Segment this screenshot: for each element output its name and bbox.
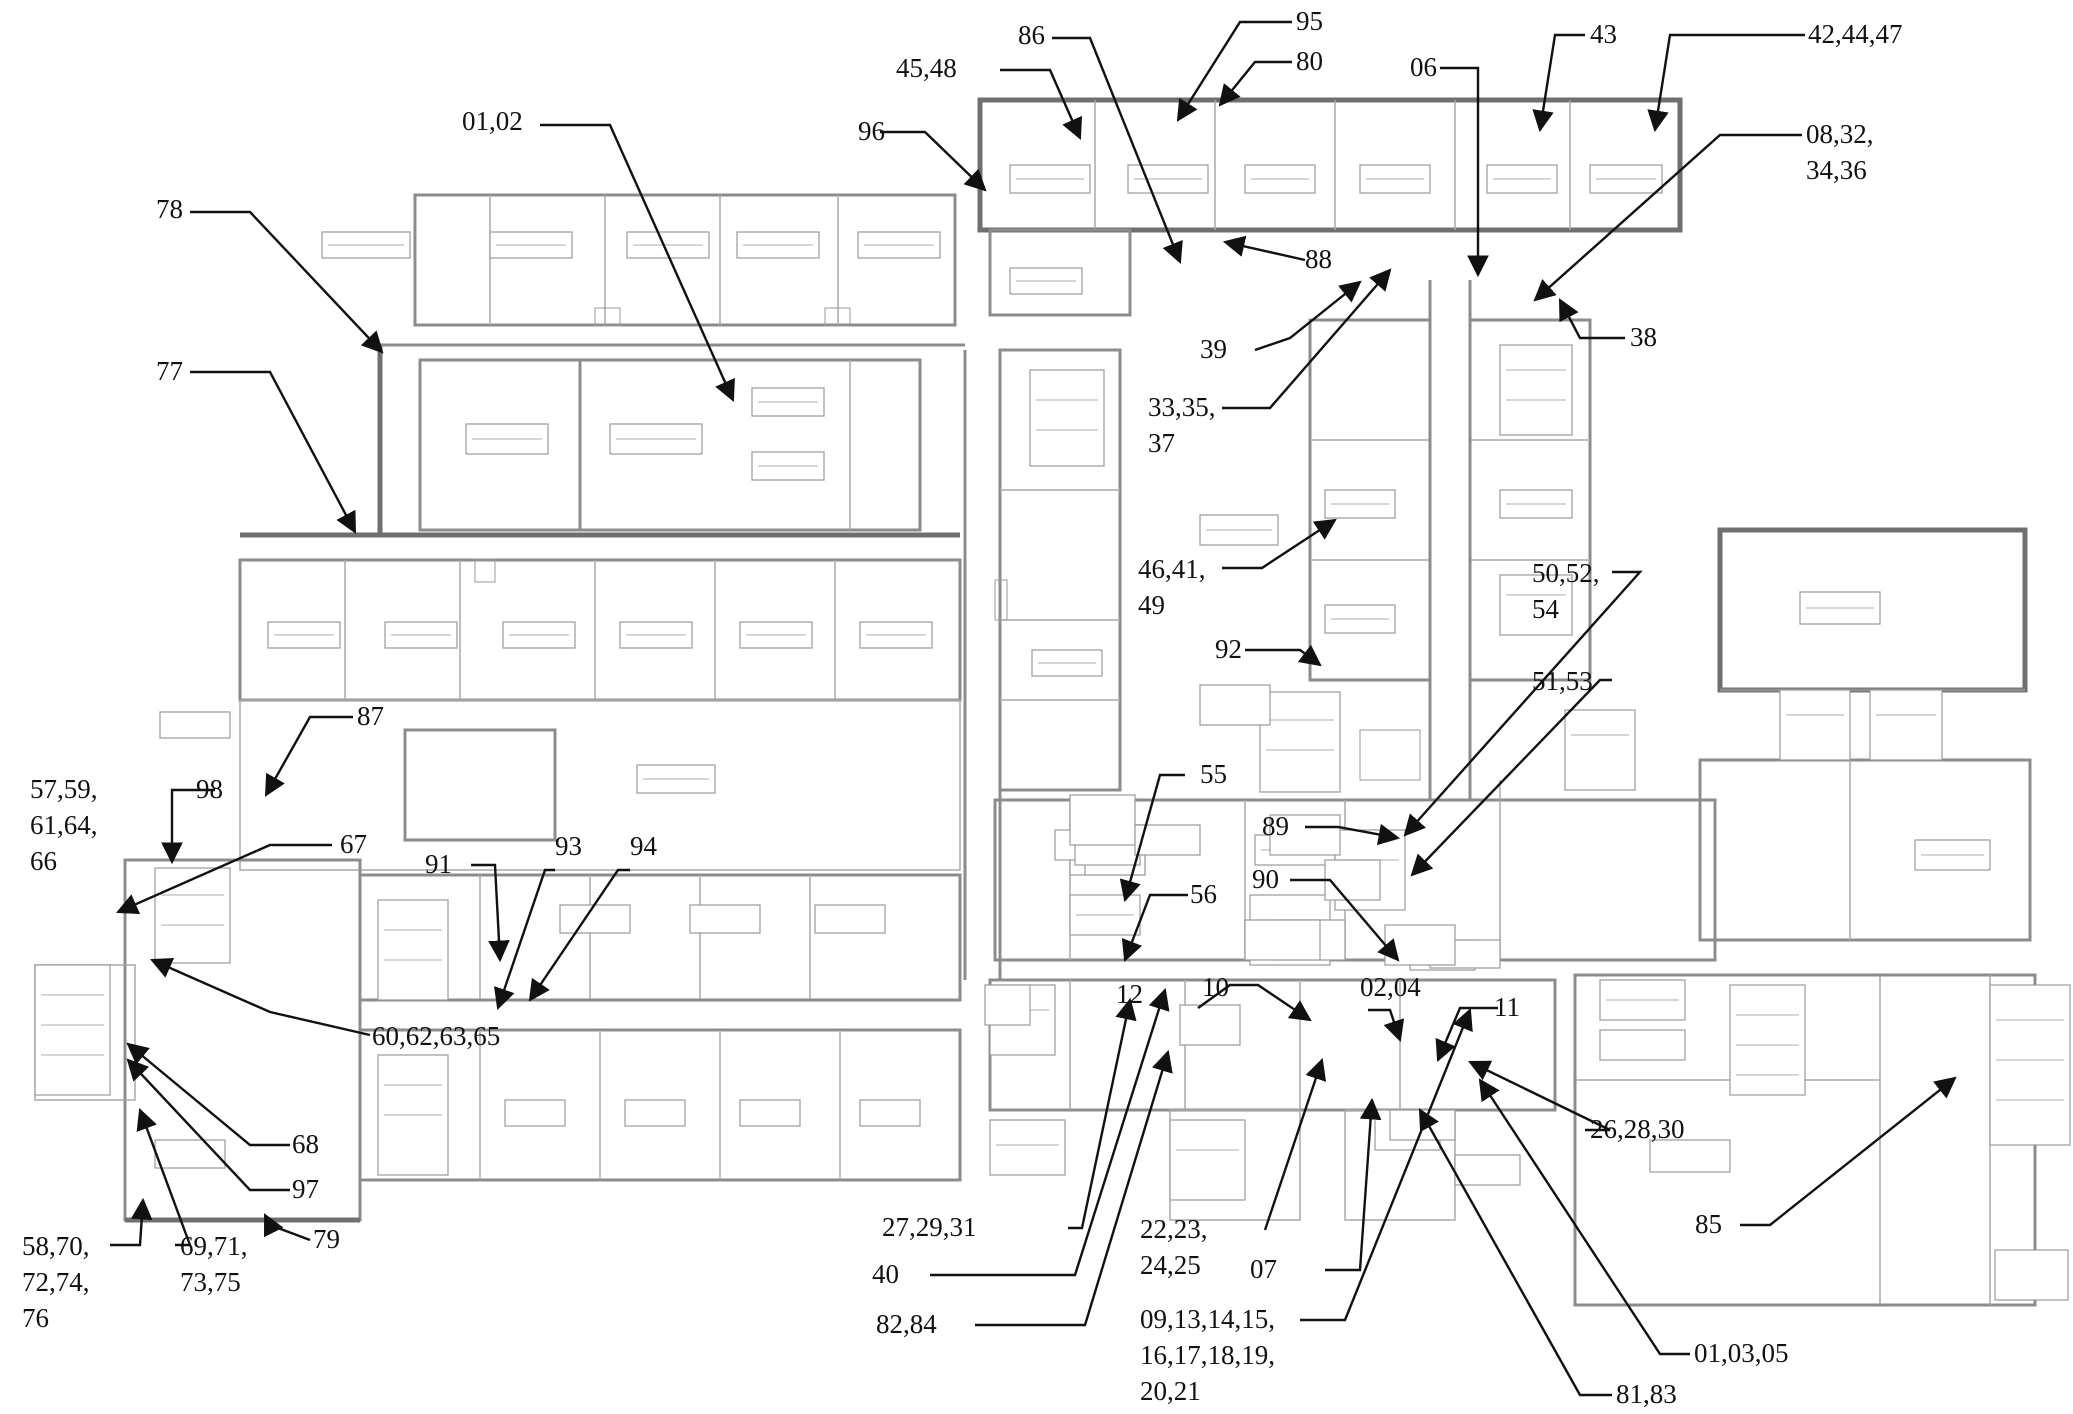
callout-line: 33,35,: [1148, 392, 1216, 422]
callout-label: 81,83: [1616, 1379, 1677, 1409]
callout-line: 69,71,: [180, 1231, 248, 1261]
callout-label: 95: [1296, 6, 1323, 36]
callout-label: 91: [425, 849, 452, 879]
callout-line: 37: [1148, 428, 1175, 458]
callout-line: 66: [30, 846, 57, 876]
callout-line: 09,13,14,15,: [1140, 1304, 1275, 1334]
callout-line: 16,17,18,19,: [1140, 1340, 1275, 1370]
callout-line: 50,52,: [1532, 558, 1600, 588]
callout-label: 12: [1116, 979, 1143, 1009]
callout-label: 40: [872, 1259, 899, 1289]
callout-label: 07: [1250, 1254, 1277, 1284]
callout-label: 08,32, 34,36: [1806, 119, 1880, 185]
callout-label: 94: [630, 831, 658, 861]
callout-label: 42,44,47: [1808, 19, 1903, 49]
room-tags: [34, 164, 2071, 1301]
callout-label: 88: [1305, 244, 1332, 274]
callout-label: 79: [313, 1224, 340, 1254]
callout-label: 90: [1252, 864, 1279, 894]
callout-label: 82,84: [876, 1309, 937, 1339]
callout-label: 57,59, 61,64, 66: [30, 774, 104, 876]
callout-line: 76: [22, 1303, 49, 1333]
callout-label: 27,29,31: [882, 1212, 977, 1242]
callout-label: 55: [1200, 759, 1227, 789]
callout-label: 46,41, 49: [1138, 554, 1212, 620]
building-walls: [34, 97, 2037, 1307]
callout-label: 06: [1410, 52, 1437, 82]
callout-label: 92: [1215, 634, 1242, 664]
leader-lines: [110, 20, 1957, 1397]
callout-label: 39: [1200, 334, 1227, 364]
callout-line: 24,25: [1140, 1250, 1201, 1280]
callout-labels: 01,02 78 77 45,48 86 95 80 96 06 43 42,4…: [22, 6, 1903, 1409]
callout-label: 56: [1190, 879, 1217, 909]
callout-label: 33,35, 37: [1148, 392, 1222, 458]
callout-line: 54: [1532, 594, 1560, 624]
callout-line: 34,36: [1806, 155, 1867, 185]
callout-line: 73,75: [180, 1267, 241, 1297]
callout-label: 89: [1262, 811, 1289, 841]
callout-label: 38: [1630, 322, 1657, 352]
callout-label: 01,03,05: [1694, 1338, 1789, 1368]
callout-label: 69,71, 73,75: [180, 1231, 254, 1297]
callout-label: 02,04: [1360, 972, 1421, 1002]
callout-label: 77: [156, 356, 183, 386]
callout-label: 10: [1202, 972, 1229, 1002]
callout-label: 93: [555, 831, 582, 861]
callout-label: 50,52, 54: [1532, 558, 1606, 624]
callout-line: 08,32,: [1806, 119, 1874, 149]
callout-label: 60,62,63,65: [372, 1021, 500, 1051]
callout-line: 22,23,: [1140, 1214, 1208, 1244]
callout-label: 78: [156, 194, 183, 224]
callout-label: 98: [196, 774, 223, 804]
stairs: [474, 307, 1421, 781]
callout-label: 51,53: [1532, 666, 1593, 696]
callout-label: 01,02: [462, 106, 523, 136]
callout-label: 58,70, 72,74, 76: [22, 1231, 96, 1333]
callout-label: 97: [292, 1174, 319, 1204]
callout-label: 22,23, 24,25: [1140, 1214, 1214, 1280]
callout-line: 49: [1138, 590, 1165, 620]
callout-line: 58,70,: [22, 1231, 90, 1261]
callout-label: 68: [292, 1129, 319, 1159]
callout-label: 87: [357, 701, 384, 731]
callout-line: 72,74,: [22, 1267, 90, 1297]
callout-line: 46,41,: [1138, 554, 1206, 584]
callout-label: 43: [1590, 19, 1617, 49]
callout-label: 26,28,30: [1590, 1114, 1685, 1144]
callout-label: 80: [1296, 46, 1323, 76]
callout-label: 86: [1018, 20, 1045, 50]
callout-label: 45,48: [896, 53, 957, 83]
callout-label: 09,13,14,15, 16,17,18,19, 20,21: [1140, 1304, 1282, 1406]
callout-line: 20,21: [1140, 1376, 1201, 1406]
callout-line: 61,64,: [30, 810, 98, 840]
callout-label: 67: [340, 829, 367, 859]
callout-label: 11: [1494, 992, 1520, 1022]
callout-label: 85: [1695, 1209, 1722, 1239]
callout-line: 57,59,: [30, 774, 98, 804]
callout-label: 96: [858, 116, 885, 146]
